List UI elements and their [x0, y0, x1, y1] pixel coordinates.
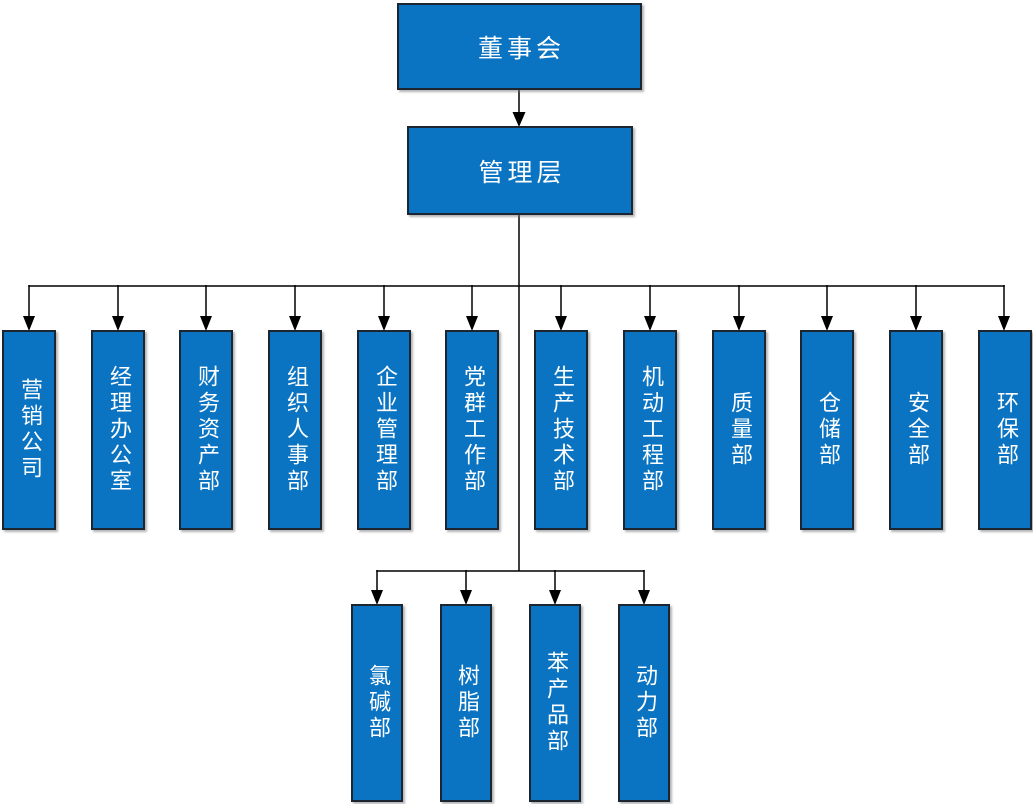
arrow-root-to-management: [512, 90, 526, 127]
org-box-label: 企业管理部: [372, 365, 397, 495]
production-connector: [371, 570, 650, 605]
org-box-manager-office: 经理办公室: [91, 330, 145, 530]
org-box-management: 管理层: [407, 126, 633, 215]
org-box-label: 生产技术部: [549, 365, 574, 495]
org-box-environmental-dept: 环保部: [978, 330, 1032, 530]
org-box-quality-dept: 质量部: [712, 330, 766, 530]
org-box-label: 仓储部: [815, 391, 840, 469]
org-box-label: 氯碱部: [365, 664, 390, 742]
org-box-label: 机动工程部: [638, 365, 663, 495]
org-box-label: 安全部: [904, 391, 929, 469]
org-box-label: 动力部: [632, 664, 657, 742]
org-box-marketing-company: 营销公司: [2, 330, 56, 530]
org-box-warehouse-dept: 仓储部: [800, 330, 854, 530]
org-box-power-dept: 动力部: [618, 604, 670, 802]
org-box-production-technology-dept: 生产技术部: [534, 330, 588, 530]
org-box-label: 组织人事部: [283, 365, 308, 495]
org-box-label: 党群工作部: [460, 365, 485, 495]
org-box-label: 质量部: [727, 391, 752, 469]
org-box-label: 树脂部: [454, 664, 479, 742]
org-box-enterprise-management-dept: 企业管理部: [357, 330, 411, 530]
org-box-party-mass-work-dept: 党群工作部: [445, 330, 499, 530]
org-box-label: 经理办公室: [106, 365, 131, 495]
org-box-management-label: 管理层: [478, 157, 566, 187]
org-box-organization-personnel-dept: 组织人事部: [268, 330, 322, 530]
org-box-benzene-products-dept: 苯产品部: [529, 604, 581, 802]
org-box-mobile-engineering-dept: 机动工程部: [623, 330, 677, 530]
org-box-finance-assets-dept: 财务资产部: [179, 330, 233, 530]
org-box-board: 董事会: [397, 3, 642, 90]
org-box-chlor-alkali-dept: 氯碱部: [351, 604, 403, 802]
org-box-board-label: 董事会: [477, 33, 565, 63]
org-box-safety-dept: 安全部: [889, 330, 943, 530]
org-box-resin-dept: 树脂部: [440, 604, 492, 802]
org-box-label: 财务资产部: [194, 365, 219, 495]
org-box-label: 苯产品部: [543, 651, 568, 755]
org-box-label: 营销公司: [17, 378, 42, 482]
department-connector: [23, 285, 1010, 331]
org-box-label: 环保部: [993, 391, 1018, 469]
